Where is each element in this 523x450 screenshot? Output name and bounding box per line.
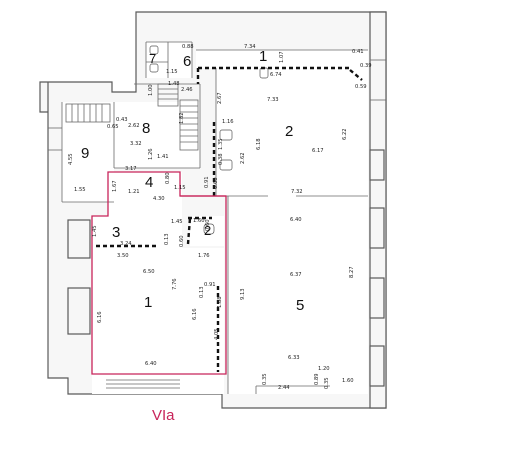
toilet-icon [219,129,233,141]
dimension-label: 6.17 [312,148,324,154]
dimension-label: 4.55 [68,153,74,165]
section-label: VIa [152,407,175,424]
dimension-label: 7.33 [267,97,279,103]
toilet-icon [219,159,233,171]
dimension-label: 1.41 [157,154,169,160]
dimension-label: 1.21 [128,189,140,195]
dimension-label: 6.16 [97,311,103,323]
staircase-left [65,103,111,123]
fixtures [149,45,269,235]
room-label-1-bottom: 1 [144,294,152,311]
dimension-label: 1.48 [168,81,180,87]
dimension-label: 1.20 [318,366,330,372]
dimension-label: 3.50 [117,253,129,259]
dimension-label: 1.07 [279,51,285,63]
room-labels: 1 2 3 4 5 6 7 8 9 1 2 [81,48,304,314]
interior-walls [61,41,368,394]
dimension-label: 6.50 [143,269,155,275]
dimension-label: 7.34 [244,44,256,50]
dimension-label: 3.32 [130,141,142,147]
dimension-label: 1.16 [222,119,234,125]
dimension-label: 4.05 [214,328,220,340]
dimension-label: 1.60 [342,378,354,384]
room-label-7: 7 [149,51,156,66]
dimension-label: 0.38 [218,153,224,165]
dimension-label: 0.13 [164,233,170,245]
dimension-label: 1.45 [92,225,98,237]
dimension-labels: 0.88 7.34 0.41 1.07 0.39 1.15 6.74 0.59 … [68,44,372,391]
toilet-icon [149,45,159,55]
dimension-label: 0.43 [116,117,128,123]
dimension-label: 1.15 [166,69,178,75]
room-interiors [62,42,368,394]
dimension-label: 1.35 [218,138,224,150]
dimension-label: 0.65 [107,124,119,130]
dimension-label: 6.37 [290,272,302,278]
dimension-label: 1.26 [148,148,154,160]
dimension-label: 1.82 [179,112,185,124]
dimension-label: 0.59 [355,84,367,90]
sink-icon [259,67,269,79]
hatched-partitions [96,66,363,372]
room-label-6: 6 [183,53,191,70]
dimension-label: 2.62 [128,123,140,129]
dimension-label: 0.60 [213,177,219,189]
dimension-label: 2.62 [240,152,246,164]
dimension-label: 6.22 [342,128,348,140]
windows [48,59,386,389]
room-label-2-small: 2 [204,223,211,238]
dimension-label: 1.76 [198,253,210,259]
sink-icon [149,63,159,73]
dimension-label: 1.60 [193,218,205,224]
dimension-label: 2.44 [278,385,290,391]
room-label-4: 4 [145,174,153,191]
dimension-label: 0.89 [314,373,320,385]
dimension-label: 7.32 [291,189,303,195]
dimension-label: 3.24 [120,241,132,247]
room-label-8: 8 [142,120,150,137]
dimension-label: 1.45 [171,219,183,225]
dimension-label: 0.80 [165,172,171,184]
dimension-label: 2.46 [181,87,193,93]
dimension-label: 3.17 [125,166,137,172]
dimension-label: 0.91 [204,282,216,288]
dimension-label: 6.33 [288,355,300,361]
dimension-label: 1.15 [174,185,186,191]
staircase-top [157,83,179,107]
dimension-label: 0.13 [199,286,205,298]
toilet-icon [203,223,215,235]
dimension-label: 0.41 [352,49,364,55]
room-label-1-top: 1 [259,48,267,65]
room-label-2: 2 [285,123,293,140]
dimension-label: 0.88 [182,44,194,50]
dimension-label: 4.30 [153,196,165,202]
dimension-label: 0.39 [360,63,372,69]
dimension-label: 1.88 [217,296,223,308]
dimension-label: 0.60 [179,235,185,247]
room-label-3: 3 [112,224,120,241]
dimension-label: 0.91 [204,176,210,188]
dimension-label: 0.60 [205,219,211,231]
dimension-label: 0.35 [324,377,330,389]
dimension-label: 6.18 [256,138,262,150]
dimension-label: 1.00 [148,84,154,96]
dimension-label: 9.13 [240,288,246,300]
dimension-label: 6.74 [270,72,282,78]
dimension-label: 2.67 [217,92,223,104]
dimension-label: 6.40 [290,217,302,223]
dimension-label: 1.67 [112,180,118,192]
dimension-label: 7.76 [172,278,178,290]
staircase-room8 [179,99,199,151]
dimension-label: 0.35 [262,373,268,385]
room-label-5: 5 [296,297,304,314]
dimension-label: 6.16 [192,308,198,320]
room-label-9: 9 [81,145,89,162]
dimension-label: 6.40 [145,361,157,367]
dimension-label: 1.55 [74,187,86,193]
dimension-label: 8.27 [349,266,355,278]
